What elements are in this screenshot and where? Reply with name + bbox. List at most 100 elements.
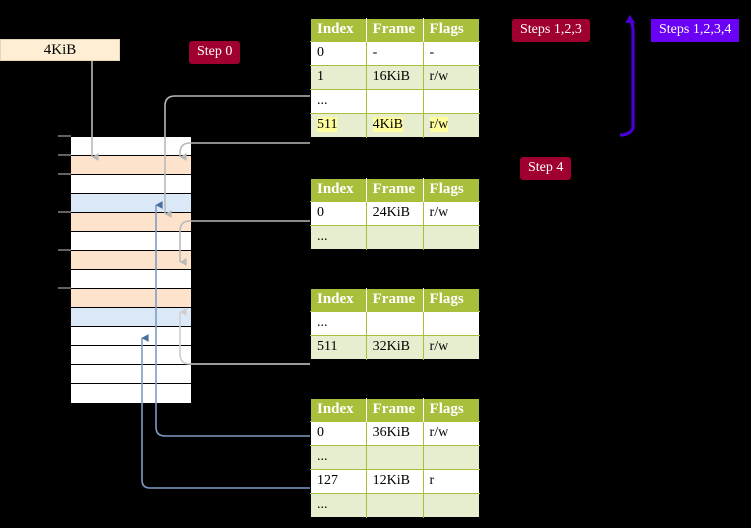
table-cell: - [366, 41, 424, 66]
memory-frame-row [71, 213, 191, 232]
table-cell: r/w [423, 65, 480, 90]
arrow-pdpt-entry-down [179, 220, 310, 266]
column-header: Index [310, 288, 367, 312]
memory-frame-row [71, 384, 191, 403]
cell-value: ... [317, 93, 328, 108]
table-cell [366, 89, 424, 114]
table-row: 0 - - [310, 41, 480, 66]
column-header: Flags [423, 18, 480, 42]
memory-frame-row [71, 194, 191, 213]
table-row: 511 4KiB r/w [310, 113, 480, 138]
cell-value: 0 [317, 45, 324, 60]
cell-value: 36KiB [372, 425, 410, 440]
table-cell: r/w [423, 335, 480, 360]
cell-value: r/w [429, 117, 449, 132]
table-cell: ... [310, 493, 367, 518]
cell-value: 12KiB [372, 473, 410, 488]
table-cell: r [423, 469, 480, 494]
badge-step-4: Step 4 [520, 157, 572, 180]
memory-frame-row [71, 270, 191, 289]
cell-value: 32KiB [372, 339, 410, 354]
table-row: 127 12KiB r [310, 469, 480, 494]
table-row: ... [310, 225, 480, 250]
cell-value: r/w [429, 205, 449, 220]
arrow-pd-entry-up [179, 308, 310, 365]
badge-steps-123: Steps 1,2,3 [512, 19, 590, 42]
memory-frame-row [71, 175, 191, 194]
table-cell: ... [310, 311, 367, 336]
memory-frame-row [71, 308, 191, 327]
cell-value: 511 [317, 117, 338, 132]
table-cell [423, 89, 480, 114]
table-cell: 0 [310, 41, 367, 66]
cell-value: ... [317, 315, 328, 330]
table-cell: 36KiB [366, 421, 424, 446]
table-cell: ... [310, 225, 367, 250]
cell-value: 4KiB [372, 117, 403, 132]
table-cell [366, 311, 424, 336]
table-cell: 127 [310, 469, 367, 494]
badge-steps-1234-label: Steps 1,2,3,4 [659, 22, 732, 37]
table-row: ... [310, 311, 480, 336]
table-cell: - [423, 41, 480, 66]
badge-steps-1234: Steps 1,2,3,4 [651, 19, 740, 42]
table-cell: ... [310, 445, 367, 470]
arrow-steps-bracket-violet [619, 14, 636, 137]
cell-value: - [372, 45, 378, 60]
table-cell: 511 [310, 335, 367, 360]
table-cell [423, 225, 480, 250]
physical-memory-column [70, 136, 192, 404]
table-cell [366, 445, 424, 470]
table-cell: 24KiB [366, 201, 424, 226]
column-header: Index [310, 398, 367, 422]
table-row: 511 32KiB r/w [310, 335, 480, 360]
memory-frame-row [71, 365, 191, 384]
table-cell: r/w [423, 113, 480, 138]
column-header: Flags [423, 398, 480, 422]
cell-value: r/w [429, 339, 449, 354]
memory-frame-row [71, 232, 191, 251]
cell-value: 0 [317, 425, 324, 440]
column-header: Index [310, 178, 367, 202]
table-row: ... [310, 89, 480, 114]
column-header: Index [310, 18, 367, 42]
table-cell: r/w [423, 421, 480, 446]
size-label-text: 4KiB [43, 41, 77, 58]
cell-value: r/w [429, 69, 449, 84]
table-cell [423, 311, 480, 336]
badge-step-0: Step 0 [189, 41, 241, 64]
memory-frame-row [71, 251, 191, 270]
table-cell: 12KiB [366, 469, 424, 494]
column-header: Flags [423, 178, 480, 202]
memory-frame-row [71, 156, 191, 175]
column-header: Frame [366, 18, 424, 42]
table-cell: 0 [310, 421, 367, 446]
arrow-frame-to-pml4 [179, 142, 310, 161]
table-cell [366, 493, 424, 518]
cell-value: r/w [429, 425, 449, 440]
column-header: Frame [366, 288, 424, 312]
cell-value: 0 [317, 205, 324, 220]
table-cell: 1 [310, 65, 367, 90]
cell-value: ... [317, 229, 328, 244]
size-label-4kib: 4KiB [0, 39, 120, 61]
table-cell: ... [310, 89, 367, 114]
cell-value: 24KiB [372, 205, 410, 220]
cell-value: - [429, 45, 435, 60]
table-cell [423, 445, 480, 470]
table-cell: 16KiB [366, 65, 424, 90]
column-header: Frame [366, 398, 424, 422]
table-row: 0 24KiB r/w [310, 201, 480, 226]
cell-value: ... [317, 449, 328, 464]
cell-value: 127 [317, 473, 338, 488]
table-cell [366, 225, 424, 250]
table-cell: 4KiB [366, 113, 424, 138]
